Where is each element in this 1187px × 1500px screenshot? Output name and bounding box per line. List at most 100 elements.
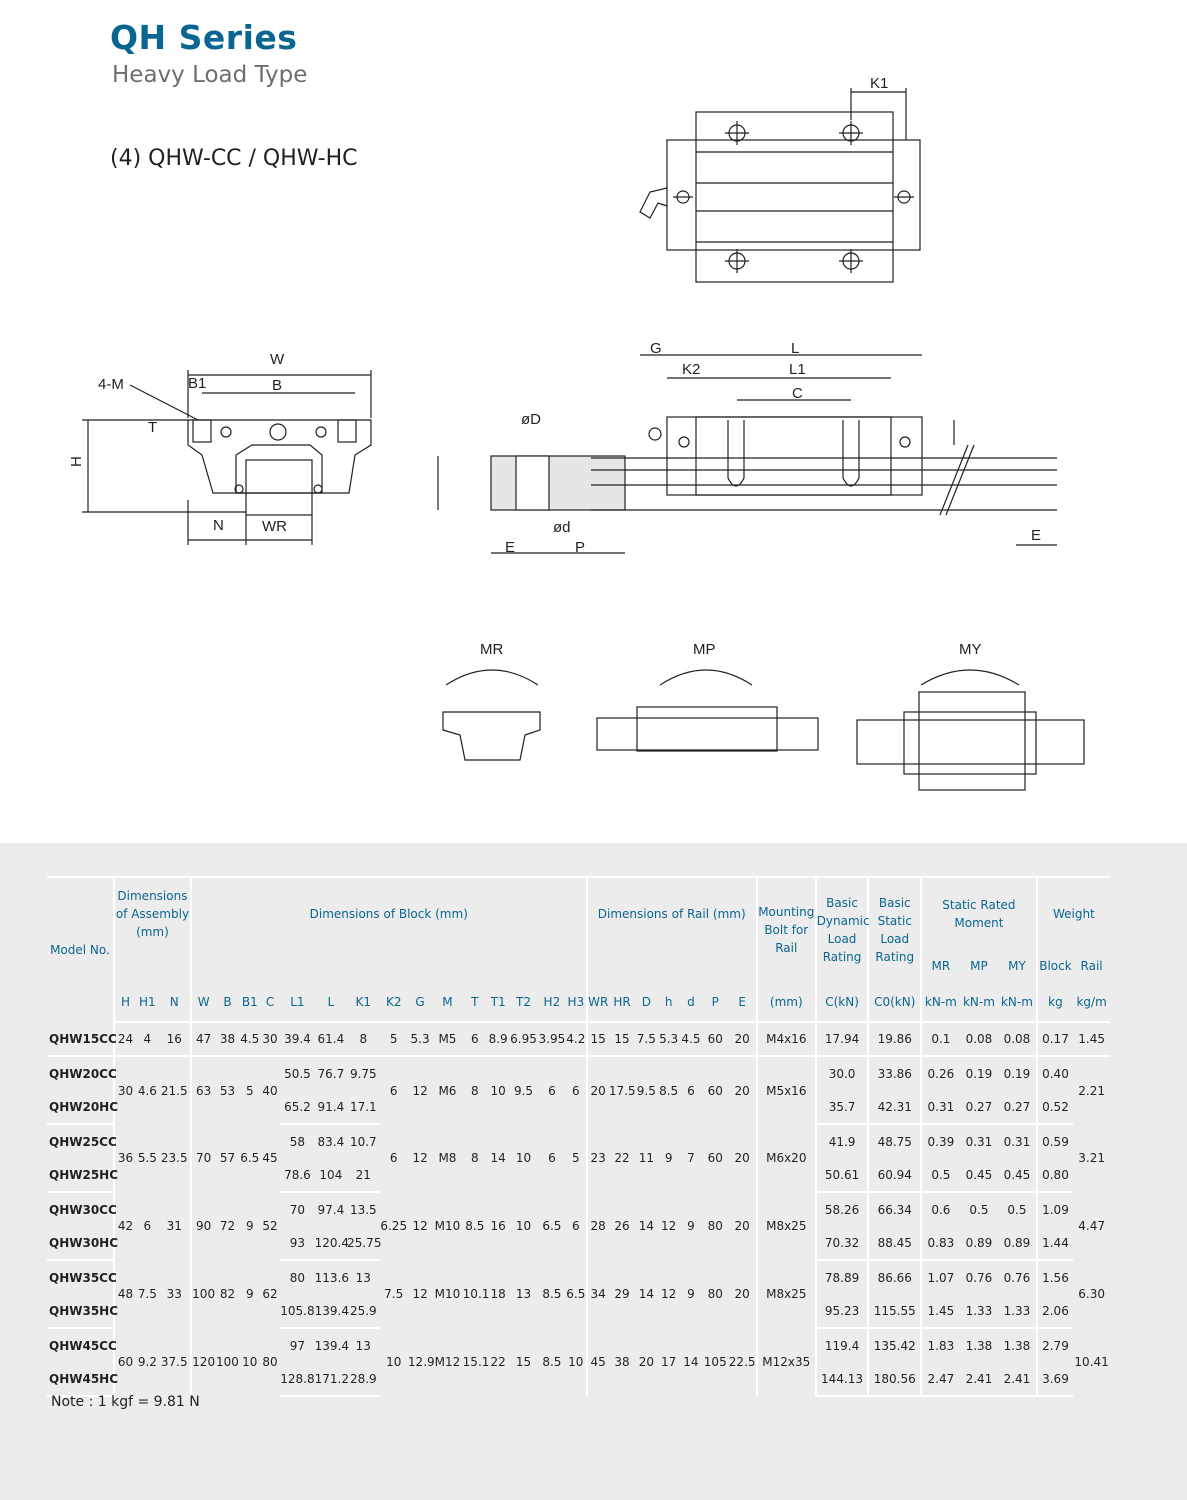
table-cell: M8	[438, 1151, 457, 1165]
table-cell: 9.2	[137, 1355, 157, 1369]
table-cell: 18	[490, 1287, 506, 1301]
table-cell: 12	[660, 1287, 677, 1301]
table-cell: 12	[412, 1151, 428, 1165]
table-cell: 12	[660, 1219, 677, 1233]
table-cell: 8.5	[465, 1219, 485, 1233]
col-header: M	[432, 982, 463, 1023]
table-cell: 1.09	[1035, 1192, 1074, 1226]
table-cell: 16	[490, 1219, 506, 1233]
table-cell: M10	[434, 1287, 461, 1301]
page-subtitle: Heavy Load Type	[112, 62, 308, 88]
table-cell: 100	[189, 1260, 216, 1328]
table-cell: 28.9	[347, 1362, 380, 1397]
table-cell: 48	[112, 1260, 137, 1328]
table-cell: 86.66	[867, 1260, 922, 1294]
col-header: N	[158, 982, 191, 1023]
header-rail: Dimensions of Rail (mm)	[585, 877, 757, 949]
table-cell: 30	[112, 1056, 137, 1124]
table-cell: 6	[571, 1219, 580, 1233]
table-cell: 70.32	[814, 1226, 869, 1261]
table-cell: 5	[571, 1151, 580, 1165]
col-header: L	[314, 982, 348, 1023]
table-cell: 57	[219, 1151, 236, 1165]
table-cell: 25.9	[347, 1294, 380, 1329]
col-header: L1	[280, 982, 315, 1023]
table-cell: 1.33	[959, 1294, 999, 1329]
table-cell: 5.3	[657, 1022, 680, 1057]
table-cell: 36	[112, 1124, 137, 1192]
table-cell: 22.5	[728, 1355, 756, 1369]
col-header: h	[657, 982, 680, 1023]
col-header: D	[635, 982, 658, 1023]
page-title: QH Series	[110, 18, 298, 57]
table-cell: 0.76	[965, 1270, 993, 1285]
table-cell: 144.13	[814, 1362, 869, 1397]
table-cell: 0.80	[1035, 1158, 1074, 1193]
table-cell: 139.4	[314, 1338, 350, 1353]
col-header: H	[112, 982, 137, 1023]
table-cell: 11	[638, 1151, 654, 1165]
table-cell: 120	[189, 1328, 216, 1396]
col-header: kN-m	[959, 982, 999, 1023]
table-cell: 2.41	[959, 1362, 999, 1397]
col-header: H3	[566, 982, 587, 1023]
table-cell: 100	[216, 1355, 239, 1369]
table-cell: 7.5	[635, 1022, 658, 1057]
table-cell: 62	[262, 1287, 278, 1301]
table-cell: 19.86	[867, 1022, 922, 1057]
col-header: T2	[509, 982, 538, 1023]
table-cell: 72	[219, 1219, 236, 1233]
svg-text:K2: K2	[682, 361, 700, 378]
table-cell: 1.38	[965, 1338, 993, 1353]
table-cell: 17.5	[608, 1083, 636, 1098]
table-cell: 0.39	[920, 1124, 960, 1158]
table-cell: 33	[166, 1287, 182, 1301]
table-cell: 45	[585, 1328, 609, 1396]
table-cell: QHW25HC	[47, 1158, 118, 1193]
table-cell: 12	[412, 1287, 428, 1301]
table-cell: M5x16	[755, 1056, 816, 1124]
svg-text:C: C	[792, 385, 803, 402]
table-cell: 2.79	[1035, 1328, 1074, 1362]
table-cell: 80	[289, 1270, 306, 1285]
technical-drawings: K1 W B B1 4-M H T N WR G L K2 L1 C øD ød…	[68, 75, 1085, 791]
table-cell: 34	[585, 1260, 609, 1328]
table-cell: 58.26	[814, 1192, 869, 1226]
table-cell: 1.45	[920, 1294, 960, 1329]
table-cell: 17	[660, 1355, 677, 1369]
svg-text:øD: øD	[521, 411, 541, 428]
svg-text:H: H	[68, 456, 85, 467]
table-cell: 1.45	[1073, 1022, 1110, 1057]
table-cell: 4.5	[679, 1022, 703, 1057]
table-cell: 0.89	[998, 1226, 1037, 1261]
svg-text:MP: MP	[693, 641, 716, 658]
table-cell: 0.1	[920, 1022, 960, 1057]
table-cell: 23.5	[160, 1151, 188, 1165]
table-cell: 6	[548, 1151, 556, 1165]
table-cell: QHW35CC	[49, 1270, 117, 1285]
table-cell: 60	[112, 1328, 137, 1396]
table-cell: 135.42	[867, 1328, 922, 1362]
table-cell: 48.75	[867, 1124, 922, 1158]
table-cell: 42	[112, 1192, 137, 1260]
col-header: C0(kN)	[867, 982, 922, 1023]
table-cell: 4.5	[239, 1022, 260, 1057]
table-cell: 8.5	[542, 1287, 562, 1301]
table-cell: 39.4	[280, 1022, 315, 1057]
col-header: T	[462, 982, 487, 1023]
table-cell: 24	[112, 1022, 137, 1057]
table-cell: 0.76	[1003, 1270, 1031, 1285]
table-cell: 9.75	[349, 1066, 377, 1081]
table-cell: M8x25	[755, 1260, 816, 1328]
svg-text:MY: MY	[959, 641, 982, 658]
table-cell: 139.4	[314, 1294, 349, 1329]
svg-text:B1: B1	[188, 375, 206, 392]
table-cell: 0.31	[920, 1090, 960, 1125]
table-cell: 3.95	[537, 1022, 567, 1057]
col-header: W	[189, 982, 216, 1023]
table-cell: 70	[289, 1202, 306, 1217]
